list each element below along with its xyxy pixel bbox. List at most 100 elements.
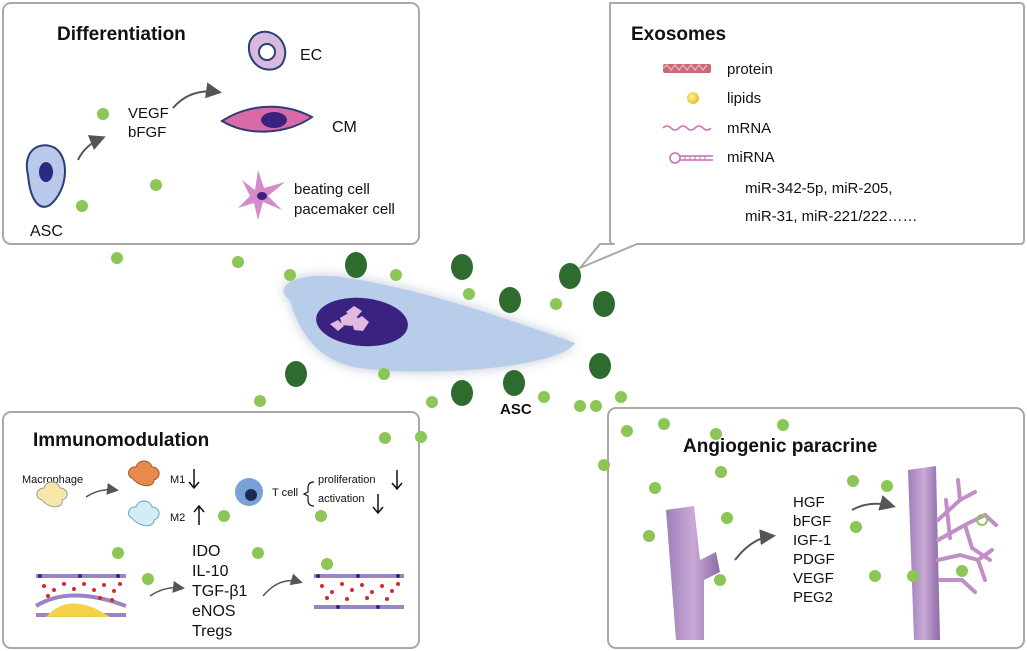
vesicle-light <box>142 573 154 585</box>
exo-item-mirna: miRNA <box>727 149 775 166</box>
m1-macrophage-icon <box>128 460 160 487</box>
center-asc-cell <box>283 275 575 372</box>
asc-source-cell <box>25 144 67 208</box>
beating-cell-label: beating cell <box>294 181 370 198</box>
exosomes-panel: Exosomes protein lipids mRNA miRNA miR-3… <box>579 2 1025 269</box>
vesicle-light <box>321 558 333 570</box>
asc-source-label: ASC <box>30 223 63 240</box>
differentiation-panel: Differentiation ASC VEGF bFGF EC CM beat… <box>2 2 420 245</box>
vesicle-light <box>550 298 562 310</box>
vesicle-dark <box>559 263 581 289</box>
ec-label: EC <box>300 47 322 64</box>
vesicle-light <box>621 425 633 437</box>
tcell-icon <box>235 478 263 506</box>
vesicle-dark <box>451 380 473 406</box>
m2-macrophage-icon <box>128 500 160 527</box>
mirna-list-line1: miR-342-5p, miR-205, <box>745 180 893 197</box>
vesicle-light <box>643 530 655 542</box>
m2-up-arrow <box>193 504 205 525</box>
vesicle-light <box>847 475 859 487</box>
angio-factor-hgf: HGF <box>793 494 825 511</box>
vesicle-light <box>777 419 789 431</box>
vesicle-light <box>415 431 427 443</box>
vesicle-light <box>850 521 862 533</box>
macrophage-label: Macrophage <box>22 474 83 486</box>
vesicle-light <box>426 396 438 408</box>
differentiation-title: Differentiation <box>57 24 186 45</box>
vesicle-light <box>956 565 968 577</box>
vesicle-dark <box>345 252 367 278</box>
mirna-icon <box>669 152 713 164</box>
vesicle-dark <box>589 353 611 379</box>
m1-label: M1 <box>170 474 185 486</box>
vesicle-dark <box>503 370 525 396</box>
lipid-icon <box>687 92 699 104</box>
vesicle-light <box>76 200 88 212</box>
vessel-before-icon <box>666 506 720 640</box>
exosomes-title: Exosomes <box>631 24 726 45</box>
angio-factor-vegf: VEGF <box>793 570 834 587</box>
vesicle-light <box>574 400 586 412</box>
vesicle-dark <box>593 291 615 317</box>
vesicle-dark <box>285 361 307 387</box>
vesicle-light <box>907 570 919 582</box>
vesicle-light <box>538 391 550 403</box>
center-asc-label: ASC <box>500 401 532 418</box>
vesicle-light <box>112 547 124 559</box>
angio-arrow-2 <box>851 495 896 511</box>
proliferation-down-arrow <box>391 470 403 491</box>
vesicle-light <box>111 252 123 264</box>
pacemaker-cell-label: pacemaker cell <box>294 201 395 218</box>
exo-item-lipids: lipids <box>727 90 761 107</box>
vesicle-light <box>710 428 722 440</box>
m1-down-arrow <box>188 469 200 490</box>
immunomodulation-panel: Immunomodulation Macrophage M1 M2 T cell… <box>2 411 420 649</box>
vesicle-light <box>463 288 475 300</box>
angiogenic-panel: Angiogenic paracrine HGF bFGF IGF-1 PDGF… <box>598 407 1025 649</box>
mirna-list-line2: miR-31, miR-221/222…… <box>745 208 918 225</box>
immuno-factor-tregs: Tregs <box>192 623 232 640</box>
vesicle-light <box>315 510 327 522</box>
vesicle-light <box>881 480 893 492</box>
angio-factor-peg2: PEG2 <box>793 589 833 606</box>
cm-cell <box>220 105 314 133</box>
activation-down-arrow <box>372 494 384 515</box>
immuno-factor-tgfb1: TGF-β1 <box>192 583 248 600</box>
vesicle-light <box>590 400 602 412</box>
vesicle-light <box>252 547 264 559</box>
vesicle-light <box>232 256 244 268</box>
ec-cell <box>247 30 287 71</box>
vessel-arrow-1 <box>149 580 185 597</box>
immunomodulation-title: Immunomodulation <box>33 430 209 451</box>
diff-arrow-2 <box>172 82 222 109</box>
angio-factor-pdgf: PDGF <box>793 551 835 568</box>
vesicle-light <box>284 269 296 281</box>
vesicle-light <box>658 418 670 430</box>
angio-factor-bfgf: bFGF <box>793 513 831 530</box>
vesicle-light <box>598 459 610 471</box>
immuno-factor-il10: IL-10 <box>192 563 229 580</box>
vessel-after-icon <box>908 466 998 640</box>
beating-cell <box>238 170 285 220</box>
vesicle-light <box>869 570 881 582</box>
angiogenic-title: Angiogenic paracrine <box>683 436 877 457</box>
vesicle-light <box>378 368 390 380</box>
vesicle-light <box>254 395 266 407</box>
activation-label: activation <box>318 493 364 505</box>
diff-factor-vegf: VEGF <box>128 105 169 122</box>
damaged-vessel <box>34 574 127 617</box>
macrophage-arrow <box>85 482 119 498</box>
m2-label: M2 <box>170 512 185 524</box>
tcell-bracket <box>302 481 315 507</box>
vesicle-light <box>714 574 726 586</box>
macrophage-icon <box>36 481 68 508</box>
vesicle-light <box>97 108 109 120</box>
cm-label: CM <box>332 119 357 136</box>
tcell-label: T cell <box>272 487 298 499</box>
diff-factor-bfgf: bFGF <box>128 124 166 141</box>
vessel-arrow-2 <box>262 573 303 597</box>
vesicle-light <box>218 510 230 522</box>
immuno-factor-enos: eNOS <box>192 603 236 620</box>
proliferation-label: proliferation <box>318 474 375 486</box>
